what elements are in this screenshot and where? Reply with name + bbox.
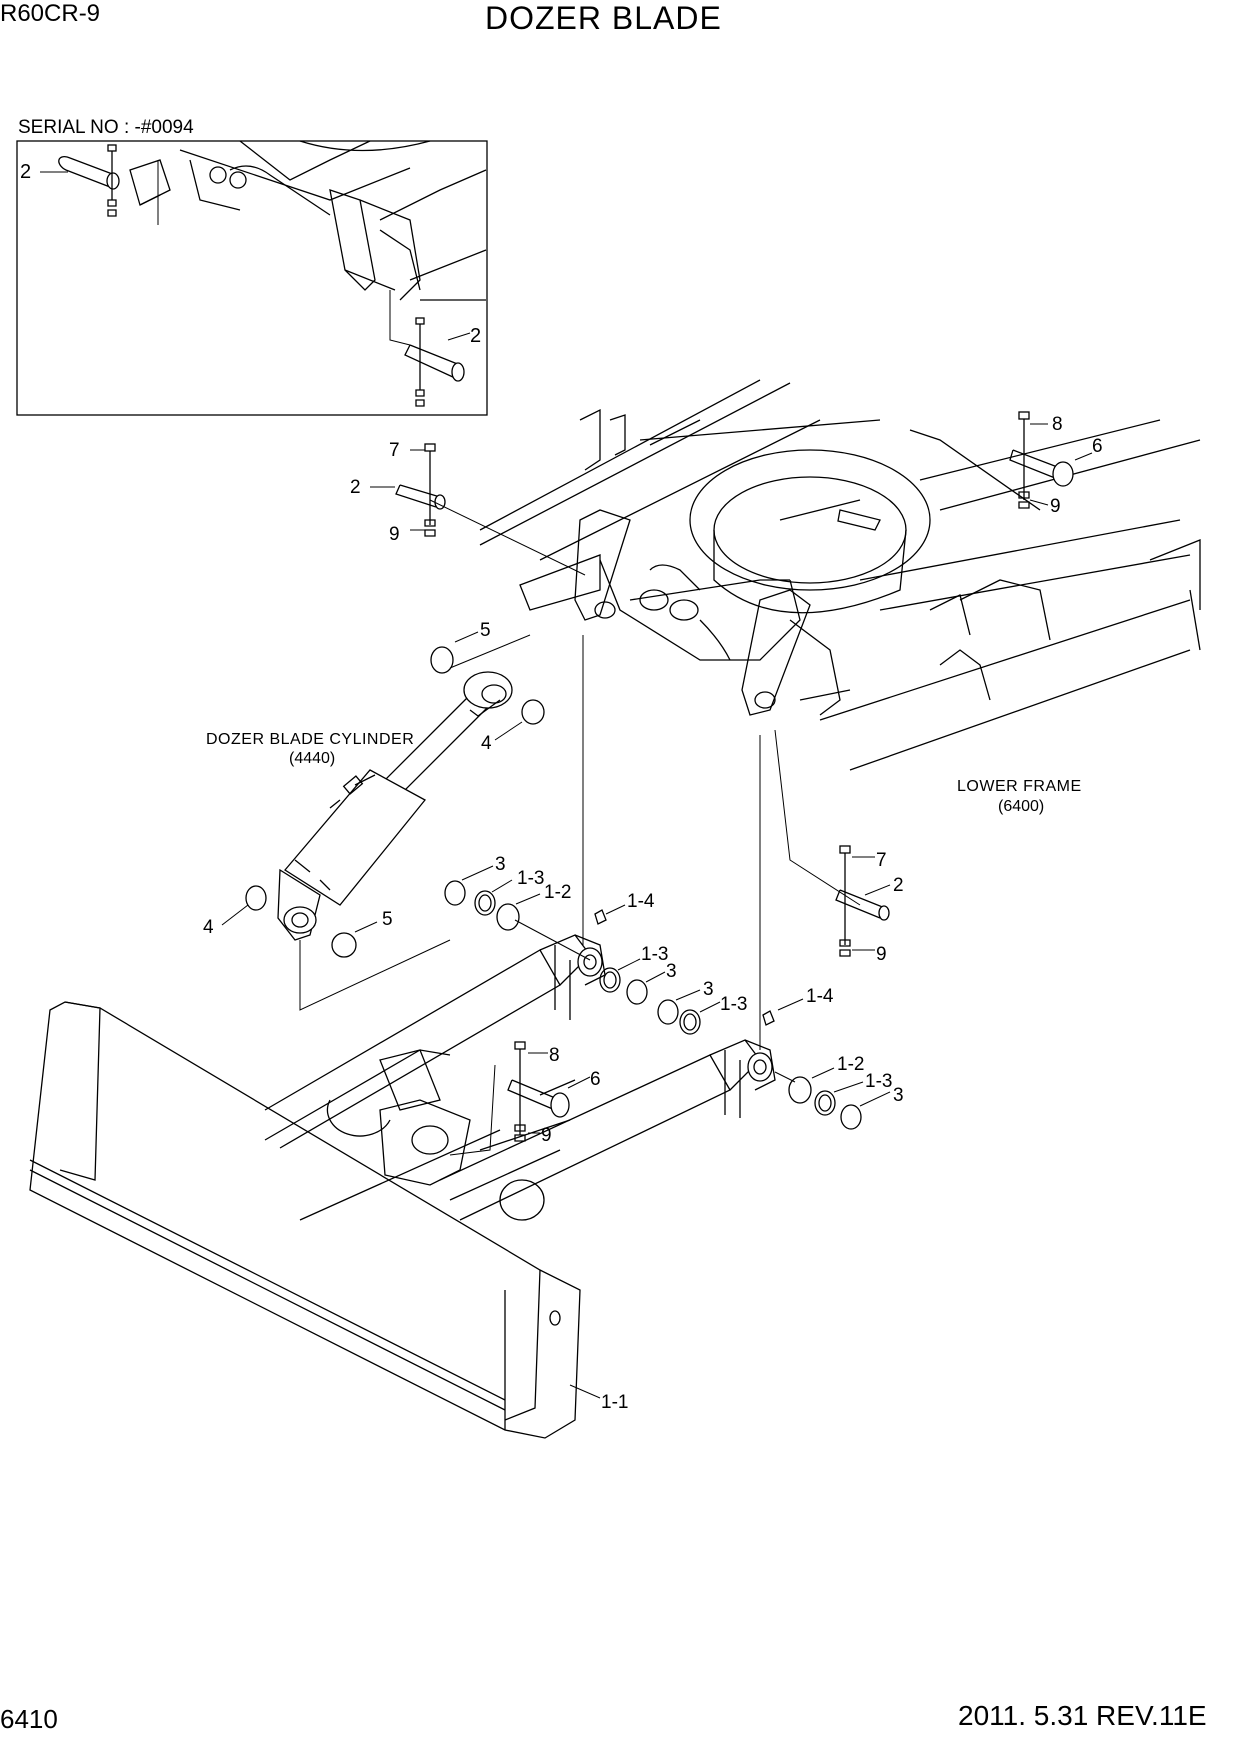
inset-pin-bottom: 2 bbox=[389, 290, 481, 407]
callout-6-top-right: 6 bbox=[1092, 436, 1103, 457]
callout-7-right: 7 bbox=[876, 850, 887, 871]
callout-8-top-right: 8 bbox=[1052, 414, 1063, 435]
pin-assembly-right bbox=[835, 845, 890, 957]
dozer-frame bbox=[264, 934, 776, 1221]
lower-frame-label: LOWER FRAME bbox=[957, 778, 1082, 795]
pin-assembly-middle bbox=[449, 1041, 570, 1156]
cyl-top-o-ring bbox=[521, 699, 545, 725]
dozer-blade-cylinder bbox=[245, 634, 545, 1011]
cyl-bot-snap-ring bbox=[331, 932, 357, 958]
callout-2-right: 2 bbox=[893, 875, 904, 896]
callout-1-3-left-a: 1-3 bbox=[517, 868, 544, 889]
callout-5-cyl-bot: 5 bbox=[382, 909, 393, 930]
right-arm-parts bbox=[657, 729, 862, 1130]
page-number: 6410 bbox=[0, 1704, 58, 1734]
callout-1-2-right: 1-2 bbox=[837, 1054, 864, 1075]
callout-4-cyl-top: 4 bbox=[481, 733, 492, 754]
inset-frame-drawing bbox=[129, 140, 487, 301]
revision-date: 2011. 5.31 REV.11E bbox=[958, 1700, 1207, 1731]
cyl-top-snap-ring bbox=[430, 646, 454, 674]
callout-3-left-b: 3 bbox=[666, 961, 677, 982]
callout-4-cyl-bot: 4 bbox=[203, 917, 214, 938]
callout-1-3-right-a: 1-3 bbox=[720, 994, 747, 1015]
callout-3-left-a: 3 bbox=[495, 854, 506, 875]
callout-2-top-left: 2 bbox=[350, 477, 361, 498]
inset-callout-2-b: 2 bbox=[470, 325, 481, 347]
callout-1-4-right: 1-4 bbox=[806, 986, 834, 1007]
inset-pin-top: 2 bbox=[20, 144, 159, 225]
inset-frame bbox=[16, 140, 488, 416]
callout-9-top-left: 9 bbox=[389, 524, 400, 545]
lower-frame-ref: (6400) bbox=[998, 798, 1044, 815]
cylinder-label: DOZER BLADE CYLINDER bbox=[206, 731, 414, 748]
cylinder-ref: (4440) bbox=[289, 750, 335, 767]
callout-9-top-right: 9 bbox=[1050, 496, 1061, 517]
inset-panel: SERIAL NO : -#0094 bbox=[16, 117, 488, 416]
pin-assembly-top-right: 8 6 9 bbox=[1009, 411, 1103, 517]
inset-callout-2-a: 2 bbox=[20, 161, 31, 183]
dozer-blade bbox=[29, 1001, 581, 1439]
callout-1-2-left: 1-2 bbox=[544, 882, 571, 903]
callout-1-3-left-b: 1-3 bbox=[641, 944, 668, 965]
page-title: DOZER BLADE bbox=[485, 0, 722, 36]
callout-5-cyl-top: 5 bbox=[480, 620, 491, 641]
callout-1-3-right-b: 1-3 bbox=[865, 1071, 892, 1092]
model-code: R60CR-9 bbox=[0, 0, 101, 27]
callout-1-4-left: 1-4 bbox=[627, 891, 655, 912]
callout-9-middle: 9 bbox=[541, 1125, 552, 1146]
right-lug bbox=[741, 589, 811, 716]
cyl-bot-o-ring bbox=[245, 885, 267, 911]
callout-1-1-blade: 1-1 bbox=[601, 1392, 628, 1413]
callout-6-middle: 6 bbox=[590, 1069, 601, 1090]
pin-assembly-top-left: 7 2 9 bbox=[350, 440, 586, 576]
callout-7-top-left: 7 bbox=[389, 440, 400, 461]
inset-serial-label: SERIAL NO : -#0094 bbox=[18, 117, 194, 138]
callout-3-right-a: 3 bbox=[703, 979, 714, 1000]
left-lug bbox=[574, 509, 631, 621]
callout-9-right: 9 bbox=[876, 944, 887, 965]
swing-bearing bbox=[689, 449, 931, 591]
callout-8-middle: 8 bbox=[549, 1045, 560, 1066]
callout-3-right-b: 3 bbox=[893, 1085, 904, 1106]
left-arm-parts bbox=[444, 635, 648, 1005]
